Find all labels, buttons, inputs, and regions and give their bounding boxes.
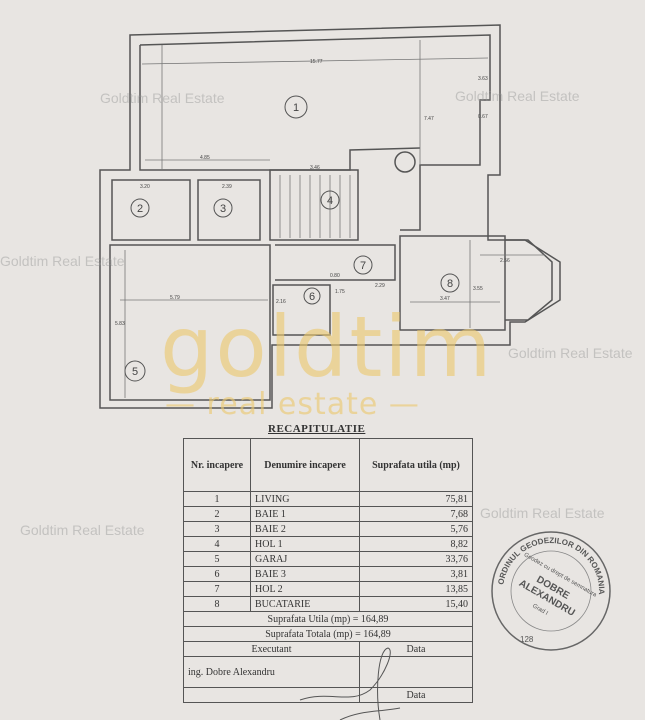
header-name: Denumire incapere [250,438,360,492]
room-label-8: 8 [447,278,453,290]
total-utila: Suprafata Utila (mp) = 164,89 [183,611,473,627]
cell-area: 13,85 [359,581,473,597]
room-label-7: 7 [360,260,366,272]
dim-room8-depth: 3.55 [473,286,483,292]
stamp-grade: Grad I [531,603,549,617]
watermark-text: Goldtim Real Estate [508,345,633,361]
dim-living-width: 15.77 [310,59,323,65]
dim-baie3: 2.16 [276,299,286,305]
watermark-text: Goldtim Real Estate [455,88,580,104]
room-label-1: 1 [293,102,299,114]
cell-area: 3,81 [359,566,473,582]
room-label-5: 5 [132,366,138,378]
cell-nr: 6 [183,566,251,582]
cell-nr: 2 [183,506,251,522]
cell-nr: 7 [183,581,251,597]
empty-cell [183,687,360,703]
dim-right-top: 3.63 [478,76,488,82]
cell-nr: 8 [183,596,251,612]
dim-room3: 2.39 [222,184,232,190]
dim-garage-depth: 5.83 [115,321,125,327]
dim-room2: 3.20 [140,184,150,190]
cell-area: 15,40 [359,596,473,612]
cell-name: BAIE 2 [250,521,360,537]
cell-area: 33,76 [359,551,473,567]
data-label-2: Data [359,687,473,703]
dim-stair: 3.46 [310,165,320,171]
data-label: Data [359,641,473,657]
room-label-3: 3 [220,203,226,215]
header-nr: Nr. incapere [183,438,251,492]
cell-nr: 1 [183,491,251,507]
dim-room8-width: 3.47 [440,296,450,302]
room-label-4: 4 [327,195,333,207]
cell-area: 8,82 [359,536,473,552]
watermark-text: Goldtim Real Estate [100,90,225,106]
dim-bay: 2.56 [500,258,510,264]
dim-baie3b: 1.75 [335,289,345,295]
stamp-number: 128 [520,635,534,644]
stamp: ORDINUL GEODEZILOR DIN ROMANIA Geodez cu… [490,530,612,652]
dim-living-left: 4.85 [200,155,210,161]
cell-name: BAIE 1 [250,506,360,522]
cell-name: LIVING [250,491,360,507]
dim-right-niche: 0.67 [478,114,488,120]
room-label-2: 2 [137,203,143,215]
watermark-logo-sub-text: real estate [206,387,379,422]
cell-area: 7,68 [359,506,473,522]
header-area: Suprafata utila (mp) [359,438,473,492]
cell-name: BUCATARIE [250,596,360,612]
stair-treads [279,175,351,238]
dim-hol2b: 0.80 [330,273,340,279]
cell-name: HOL 1 [250,536,360,552]
cell-name: GARAJ [250,551,360,567]
executant-name: ing. Dobre Alexandru [183,656,360,688]
table-title: RECAPITULATIE [268,423,366,435]
cell-nr: 3 [183,521,251,537]
recap-table: Nr. incapere Denumire incapere Suprafata… [183,438,473,703]
watermark-text: Goldtim Real Estate [480,505,605,521]
dim-hol2: 2.29 [375,283,385,289]
cell-area: 5,76 [359,521,473,537]
data-cell [359,656,473,688]
watermark-text: Goldtim Real Estate [0,253,125,269]
total-totala: Suprafata Totala (mp) = 164,89 [183,626,473,642]
cell-nr: 4 [183,536,251,552]
cell-name: HOL 2 [250,581,360,597]
cell-area: 75,81 [359,491,473,507]
table-header-row: Nr. incapere Denumire incapere Suprafata… [183,438,473,492]
cell-name: BAIE 3 [250,566,360,582]
executant-label: Executant [183,641,360,657]
watermark-logo-sub: — real estate — [165,387,420,422]
dim-garage-width: 5.79 [170,295,180,301]
dim-living-depth: 7.47 [424,116,434,122]
watermark-text: Goldtim Real Estate [20,522,145,538]
watermark-logo: goldtim [160,298,494,396]
cell-nr: 5 [183,551,251,567]
room-label-6: 6 [309,291,315,303]
